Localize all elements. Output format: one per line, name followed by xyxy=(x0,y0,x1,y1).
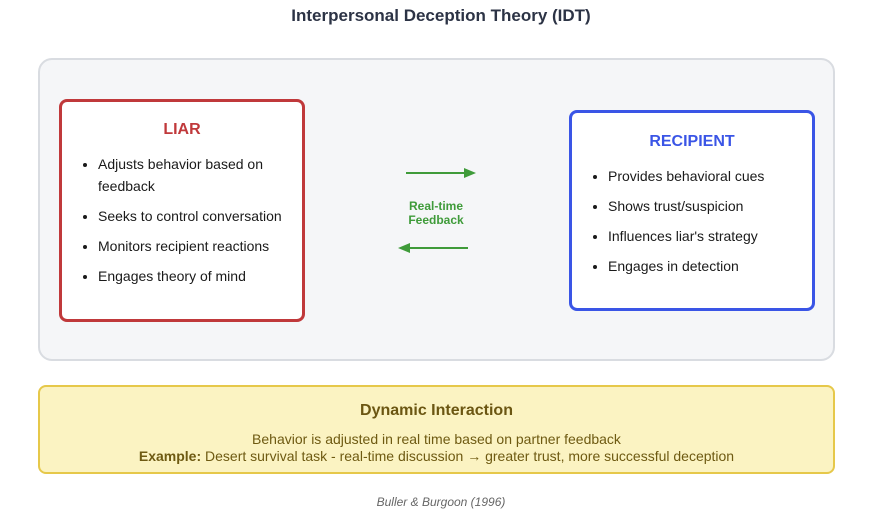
left-arrow-icon xyxy=(398,243,468,253)
dynamic-interaction-box: Dynamic Interaction Behavior is adjusted… xyxy=(38,385,835,474)
dynamic-example: Example: Desert survival task - real-tim… xyxy=(40,448,833,464)
liar-point: Monitors recipient reactions xyxy=(98,235,286,257)
diagram-title: Interpersonal Deception Theory (IDT) xyxy=(291,6,591,25)
liar-points: Adjusts behavior based on feedback Seeks… xyxy=(62,153,302,287)
liar-point: Seeks to control conversation xyxy=(98,205,286,227)
citation: Buller & Burgoon (1996) xyxy=(376,495,506,509)
dynamic-description: Behavior is adjusted in real time based … xyxy=(252,431,621,447)
liar-box: LIAR Adjusts behavior based on feedback … xyxy=(59,99,305,322)
right-arrow-icon xyxy=(406,168,476,178)
feedback-label-line: Real-time xyxy=(408,199,464,213)
liar-point: Engages theory of mind xyxy=(98,265,286,287)
liar-heading: LIAR xyxy=(163,121,201,138)
recipient-box: RECIPIENT Provides behavioral cues Shows… xyxy=(569,110,815,311)
feedback-label: Real-time Feedback xyxy=(396,199,476,227)
example-label: Example: xyxy=(138,448,202,464)
recipient-point: Shows trust/suspicion xyxy=(608,195,796,217)
recipient-points: Provides behavioral cues Shows trust/sus… xyxy=(572,165,812,277)
recipient-heading: RECIPIENT xyxy=(649,133,735,150)
example-text: Desert survival task - real-time discuss… xyxy=(201,448,735,464)
recipient-point: Provides behavioral cues xyxy=(608,165,796,187)
dynamic-heading: Dynamic Interaction xyxy=(360,402,513,419)
recipient-point: Influences liar's strategy xyxy=(608,225,796,247)
feedback-label-line: Feedback xyxy=(408,213,464,227)
liar-point: Adjusts behavior based on feedback xyxy=(98,153,286,197)
recipient-point: Engages in detection xyxy=(608,255,796,277)
